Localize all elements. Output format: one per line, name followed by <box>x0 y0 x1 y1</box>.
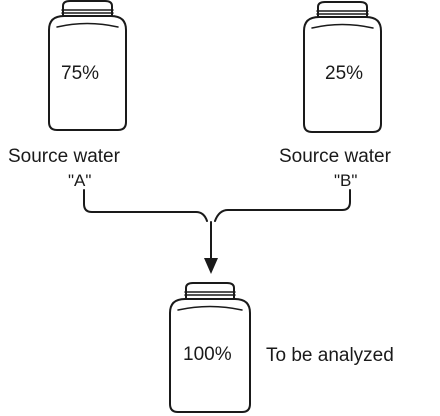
container-b-shoulder-line <box>311 23 374 29</box>
container-mix <box>169 282 251 413</box>
container-mix-body <box>169 298 251 413</box>
container-b-sublabel: "B" <box>334 171 358 190</box>
container-a-cap-ridges <box>61 9 114 14</box>
container-b <box>303 1 382 133</box>
container-a-percent: 75% <box>61 63 100 84</box>
container-a-body <box>48 15 127 131</box>
container-b-body <box>303 16 382 133</box>
flow-line-a <box>83 189 208 222</box>
container-mix-caption: To be analyzed <box>266 345 394 366</box>
container-b-percent: 25% <box>325 63 364 84</box>
container-b-cap <box>317 1 368 18</box>
container-mix-percent: 100% <box>183 344 232 365</box>
flow-line-b <box>214 189 351 222</box>
container-mix-shoulder-line <box>177 305 243 311</box>
container-b-cap-ridges <box>316 10 369 15</box>
container-a-shoulder-line <box>56 22 119 28</box>
container-a-caption: Source water <box>8 146 120 167</box>
container-mix-cap-ridges <box>184 291 236 296</box>
container-b-caption: Source water <box>279 146 391 167</box>
container-a-cap <box>62 0 113 17</box>
container-mix-cap <box>185 282 235 300</box>
flow-arrowhead <box>204 258 218 274</box>
container-a <box>48 0 127 131</box>
container-a-sublabel: "A" <box>68 171 92 190</box>
